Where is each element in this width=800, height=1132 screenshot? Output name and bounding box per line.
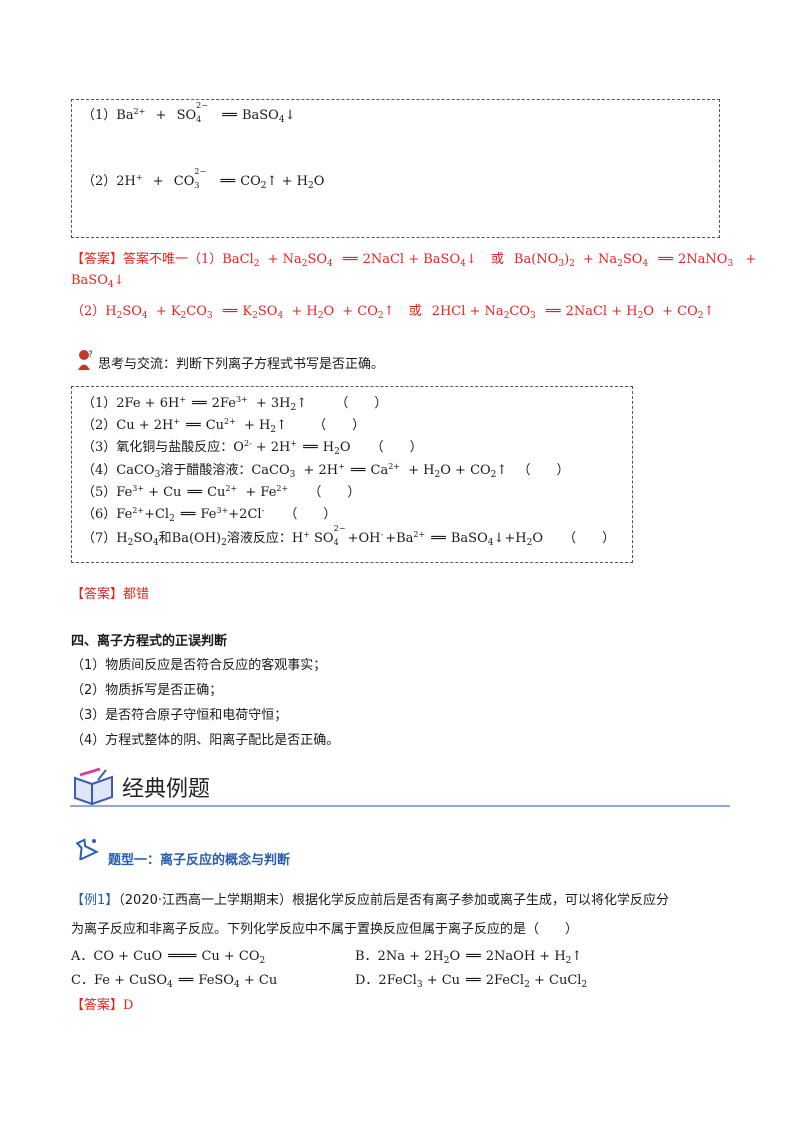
equation-box-1 bbox=[71, 99, 720, 238]
option-d: D．2FeCl3 + Cu══2FeCl2 + CuCl2 bbox=[355, 973, 588, 990]
svg-text:?: ? bbox=[88, 350, 93, 360]
section-4-item: （1）物质间反应是否符合反应的客观事实； bbox=[71, 658, 327, 673]
box2-line-6: （6）Fe2++Cl2══Fe3++2Cl- （ ） bbox=[82, 506, 337, 524]
box2-line-3: （3）氧化铜与盐酸反应：O2-+ 2H+══H2O （ ） bbox=[82, 439, 423, 457]
box2-line-4: （4）CaCO3溶于醋酸溶液：CaCO3 + 2H+══Ca2+ + H2O +… bbox=[82, 462, 570, 480]
box2-line-2: （2）Cu + 2H+══Cu2+ + H2↑ （ ） bbox=[82, 417, 366, 435]
section-4-item: （2）物质拆写是否正确； bbox=[71, 683, 223, 698]
section-divider bbox=[70, 805, 730, 807]
example-1-line-2: 为离子反应和非离子反应。下列化学反应中不属于置换反应但属于离子反应的是（ ） bbox=[71, 922, 579, 937]
equation-box-2 bbox=[71, 386, 633, 563]
classic-examples-title: 经典例题 bbox=[122, 777, 211, 802]
answer-2: 【答案】都错 bbox=[71, 587, 150, 602]
section-4-item: （3）是否符合原子守恒和电荷守恒； bbox=[71, 708, 288, 723]
box2-line-1: （1）2Fe + 6H+══2Fe3+ + 3H2↑ （ ） bbox=[82, 395, 388, 413]
section-4-item: （4）方程式整体的阴、阳离子配比是否正确。 bbox=[71, 733, 340, 748]
option-c: C．Fe + CuSO4══FeSO4 + Cu bbox=[71, 973, 278, 990]
section-4-title: 四、离子方程式的正误判断 bbox=[71, 634, 228, 649]
type-1-title: 题型一：离子反应的概念与判断 bbox=[108, 853, 291, 868]
example-1-line-1: 【例1】（2020·江西高一上学期期末）根据化学反应前后是否有离子参加或离子生成… bbox=[71, 893, 670, 908]
box2-line-5: （5）Fe3++ Cu══Cu2+ + Fe2+ （ ） bbox=[82, 484, 361, 500]
option-a: A．CO + CuO════Cu + CO2 bbox=[71, 949, 266, 966]
option-b: B．2Na + 2H2O══2NaOH + H2↑ bbox=[355, 949, 583, 966]
answer-1-line-1: 【答案】答案不唯一（1）BaCl2 + Na2SO4 ══2NaCl + BaS… bbox=[71, 252, 757, 269]
flask-icon bbox=[74, 836, 100, 864]
think-label: 思考与交流：判断下列离子方程式书写是否正确。 bbox=[98, 357, 385, 372]
thinking-person-icon: ? bbox=[74, 349, 94, 375]
answer-1-line-2: BaSO4↓ bbox=[71, 273, 125, 290]
example-1-answer: 【答案】D bbox=[71, 998, 134, 1013]
book-icon bbox=[72, 766, 116, 810]
